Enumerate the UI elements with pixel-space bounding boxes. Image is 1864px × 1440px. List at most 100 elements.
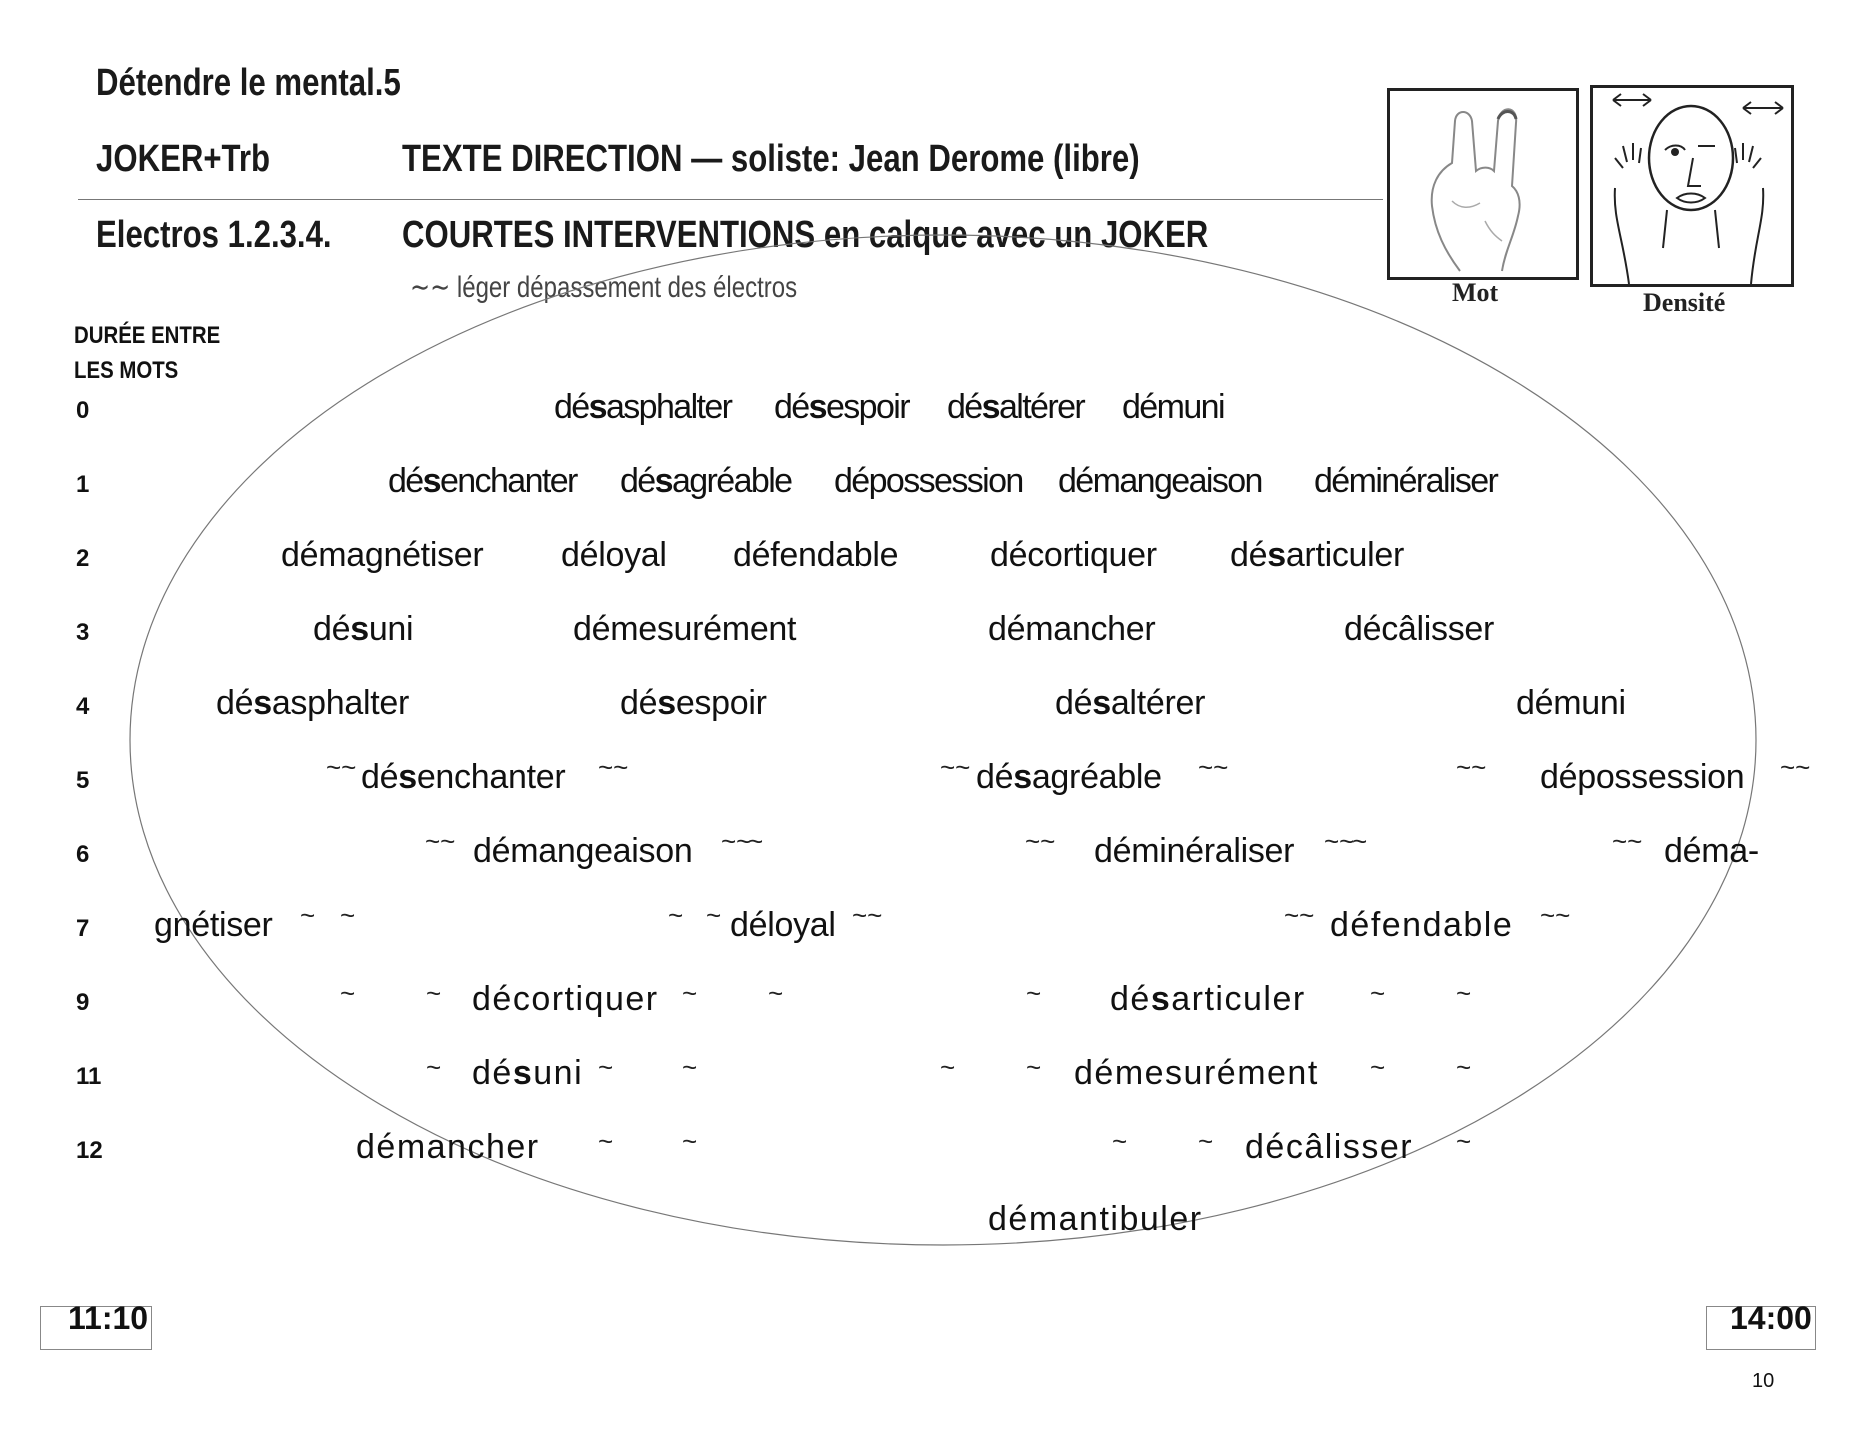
- word: désaltérer: [1055, 684, 1206, 722]
- tilde-mark: ~: [748, 826, 764, 856]
- tilde-mark: ~~: [1198, 752, 1229, 782]
- row-number: 6: [76, 841, 90, 868]
- tilde-mark: ~: [426, 1052, 442, 1082]
- tilde-mark: ~: [1112, 1126, 1128, 1156]
- tilde-mark: ~: [1352, 826, 1368, 856]
- row-number: 11: [76, 1063, 102, 1090]
- section-courtes-interventions: COURTES INTERVENTIONS en calque avec un …: [402, 214, 1209, 256]
- tilde-mark: ~: [1370, 1052, 1386, 1082]
- word: déminéraliser: [1094, 832, 1295, 870]
- start-time: 11:10: [68, 1300, 149, 1336]
- word: décâlisser: [1344, 610, 1495, 648]
- word: désespoir: [620, 684, 767, 722]
- tilde-mark: ~~: [1456, 752, 1487, 782]
- page-number: 10: [1752, 1370, 1775, 1392]
- word: démesurément: [573, 610, 797, 648]
- word: défendable: [733, 536, 899, 574]
- word: désenchanter: [361, 758, 566, 796]
- word: démancher: [356, 1128, 540, 1166]
- tilde-mark: ~~: [1324, 826, 1355, 856]
- header-divider: [78, 199, 1383, 200]
- word: démuni: [1122, 388, 1226, 426]
- tilde-mark: ~~: [721, 826, 752, 856]
- word: décortiquer: [990, 536, 1157, 574]
- word: démancher: [988, 610, 1156, 648]
- word: désenchanter: [388, 462, 578, 500]
- tilde-mark: ~: [1456, 978, 1472, 1008]
- face-icon: [1612, 93, 1784, 285]
- tilde-mark: ~: [1456, 1126, 1472, 1156]
- word: désasphalter: [554, 388, 733, 426]
- end-time: 14:00: [1730, 1300, 1812, 1336]
- row-number: 2: [76, 545, 90, 572]
- word: déma-: [1664, 832, 1759, 870]
- word: désespoir: [774, 388, 911, 426]
- word: désagréable: [620, 462, 793, 500]
- word: désuni: [472, 1054, 584, 1092]
- word: démuni: [1516, 684, 1626, 722]
- word: désaltérer: [947, 388, 1086, 426]
- tilde-mark: ~~: [1284, 900, 1315, 930]
- tilde-mark: ~: [340, 978, 356, 1008]
- row-number: 5: [76, 767, 90, 794]
- tilde-mark: ~~: [598, 752, 629, 782]
- row-number: 7: [76, 915, 90, 942]
- tilde-mark: ~: [682, 978, 698, 1008]
- section-joker: JOKER+Trb: [96, 138, 271, 180]
- tilde-mark: ~: [768, 978, 784, 1008]
- tilde-mark: ~: [426, 978, 442, 1008]
- word: démangeaison: [1058, 462, 1263, 500]
- word: démagnétiser: [281, 536, 484, 574]
- tilde-mark: ~~: [1025, 826, 1056, 856]
- word: décâlisser: [1245, 1128, 1414, 1166]
- word: désuni: [313, 610, 414, 648]
- row-number: 4: [76, 693, 90, 720]
- tilde-mark: ~: [682, 1126, 698, 1156]
- tilde-mark: ~: [1370, 978, 1386, 1008]
- tilde-mark: ~~: [1780, 752, 1811, 782]
- hand-icon: [1430, 108, 1521, 272]
- row-number: 1: [76, 471, 90, 498]
- word: désasphalter: [216, 684, 409, 722]
- word: déloyal: [561, 536, 667, 574]
- tilde-mark: ~~: [1540, 900, 1571, 930]
- end-time-box: [1706, 1306, 1816, 1350]
- mot-label: Mot: [1452, 278, 1499, 307]
- word: dépossession: [834, 462, 1024, 500]
- tilde-mark: ~: [1198, 1126, 1214, 1156]
- tilde-mark: ~: [682, 1052, 698, 1082]
- mot-pictogram: [1387, 88, 1579, 280]
- tilde-mark: ~: [1456, 1052, 1472, 1082]
- row-number: 0: [76, 397, 90, 424]
- tilde-mark: ~: [598, 1126, 614, 1156]
- tilde-mark: ~: [1026, 978, 1042, 1008]
- word: dépossession: [1540, 758, 1745, 796]
- tilde-mark: ~~: [1612, 826, 1643, 856]
- tilde-mark: ~: [300, 900, 316, 930]
- tilde-note: ∼∼ léger dépassement des électros: [410, 271, 798, 304]
- section-texte-direction: TEXTE DIRECTION — soliste: Jean Derome (…: [402, 138, 1140, 180]
- start-time-box: [40, 1306, 152, 1350]
- tilde-mark: ~: [940, 1052, 956, 1082]
- duree-label: DURÉE ENTRE LES MOTS: [74, 322, 221, 384]
- word: défendable: [1330, 906, 1514, 944]
- densite-pictogram: [1590, 85, 1794, 287]
- tilde-mark: ~~: [326, 752, 357, 782]
- word: démangeaison: [473, 832, 693, 870]
- section-electros: Electros 1.2.3.4.: [96, 214, 332, 256]
- tilde-mark: ~~: [852, 900, 883, 930]
- row-number: 9: [76, 989, 90, 1016]
- tilde-mark: ~~: [425, 826, 456, 856]
- word: désarticuler: [1230, 536, 1405, 574]
- word: désagréable: [976, 758, 1162, 796]
- word: désarticuler: [1110, 980, 1306, 1018]
- tilde-mark: ~: [668, 900, 684, 930]
- word: gnétiser: [154, 906, 273, 944]
- row-number: 3: [76, 619, 90, 646]
- densite-label: Densité: [1643, 288, 1726, 317]
- row-number: 12: [76, 1137, 103, 1164]
- page-title: Détendre le mental.5: [96, 62, 401, 104]
- tilde-mark: ~: [1026, 1052, 1042, 1082]
- tilde-mark: ~: [706, 900, 722, 930]
- word: déloyal: [730, 906, 836, 944]
